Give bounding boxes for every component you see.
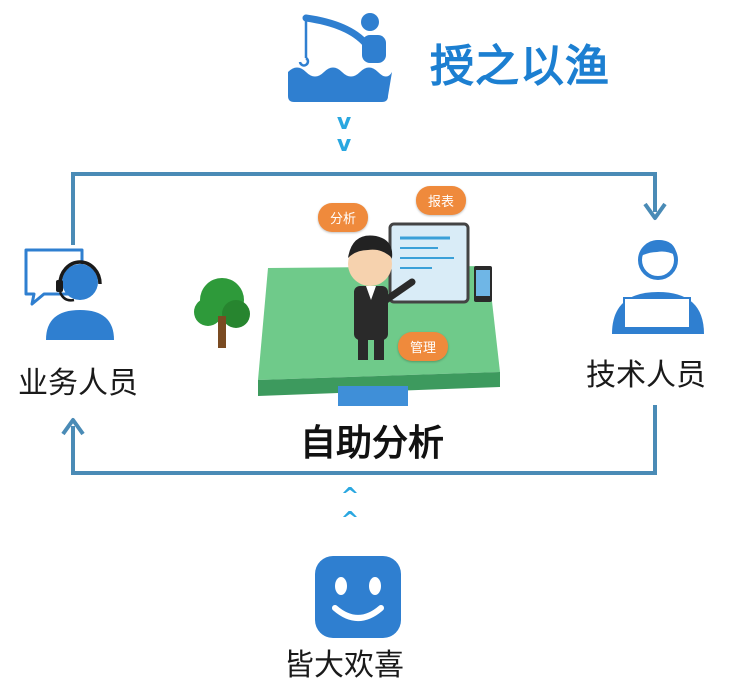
- self-service-illustration: [194, 222, 500, 406]
- bubble-manage: 管理: [398, 332, 449, 361]
- top-flow-line: [71, 172, 657, 245]
- developer-icon: [612, 240, 704, 334]
- tech-staff-label: 技术人员: [586, 358, 706, 393]
- bottom-flow-line: [71, 405, 657, 475]
- everyone-happy-label: 皆大欢喜: [284, 648, 404, 683]
- chevron-down-icon: v: [336, 110, 352, 135]
- chevron-up-icon: ^: [340, 508, 360, 533]
- business-staff-label: 业务人员: [18, 366, 138, 401]
- arrow-up-left: [61, 418, 85, 436]
- arrow-down-right: [643, 202, 667, 220]
- center-title: 自助分析: [300, 423, 445, 464]
- customer-service-icon: [24, 248, 114, 340]
- smile-icon: [315, 556, 401, 638]
- chevron-up-icon: ^: [340, 484, 360, 509]
- chevron-down-icon: v: [336, 132, 352, 157]
- bubble-analysis: 分析: [318, 203, 369, 232]
- fishing-icon: [288, 13, 392, 102]
- top-title: 授之以渔: [430, 41, 610, 92]
- bubble-report: 报表: [416, 186, 467, 215]
